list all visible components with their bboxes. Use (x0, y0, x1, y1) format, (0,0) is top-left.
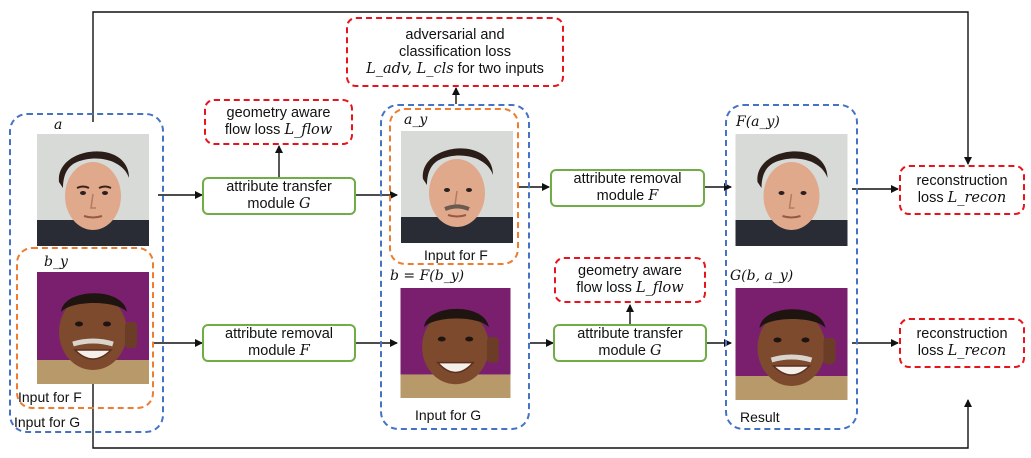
label-g-b-a-y: G(b, a_y) (730, 268, 794, 284)
module-line2: module G (204, 196, 354, 213)
reconstruction-loss-top: reconstruction loss L_recon (899, 165, 1025, 215)
loss-line1: reconstruction (916, 173, 1008, 189)
label-a: a (54, 117, 63, 133)
module-line2-text: module (247, 196, 299, 212)
loss-variable: L_flow (284, 122, 333, 138)
loss-line1: geometry aware (578, 263, 682, 279)
module-line1: attribute removal (225, 326, 333, 342)
loss-line1: adversarial and (405, 26, 505, 43)
loss-variable: L_recon (947, 343, 1007, 359)
flow-loss-top: geometry aware flow loss L_flow (204, 99, 353, 145)
loss-line2: loss L_recon (901, 343, 1023, 360)
loss-line3: L_adv, L_cls for two inputs (348, 61, 562, 78)
face-drawing (401, 131, 513, 243)
caption-input-for-f-mid: Input for F (424, 247, 488, 263)
face-image-g-b-ay (733, 288, 850, 400)
caption-result: Result (740, 409, 780, 425)
input-f-group-mid (389, 108, 519, 265)
face-drawing (37, 272, 149, 384)
face-drawing (37, 134, 149, 246)
loss-line2: flow loss L_flow (206, 122, 351, 139)
loss-line3-text: for two inputs (453, 60, 544, 77)
loss-line1: geometry aware (226, 105, 331, 121)
loss-variable: L_flow (635, 280, 684, 296)
attribute-removal-module-bottom: attribute removal module F (202, 324, 356, 362)
module-variable: F (648, 188, 659, 204)
arrow-by-to-recon-bottom (92, 380, 972, 449)
face-drawing (735, 288, 848, 400)
label-a-y: a_y (404, 112, 428, 128)
face-image-b (398, 288, 513, 398)
result-group (725, 104, 858, 430)
module-line1: attribute transfer (577, 326, 683, 342)
module-variable: F (299, 343, 310, 359)
module-variable: G (650, 343, 662, 359)
input-f-group-left (16, 247, 154, 409)
reconstruction-loss-bottom: reconstruction loss L_recon (899, 318, 1025, 368)
adversarial-classification-loss: adversarial and classification loss L_ad… (346, 17, 564, 87)
caption-input-for-g-left: Input for G (14, 414, 81, 430)
input-group-left (9, 113, 164, 433)
loss-line1: reconstruction (916, 326, 1008, 342)
face-drawing (735, 134, 848, 246)
module-line2-text: module (598, 343, 650, 359)
label-b-y: b_y (44, 254, 68, 270)
module-line1: attribute transfer (226, 179, 332, 195)
face-image-by (37, 272, 149, 384)
attribute-removal-module-top: attribute removal module F (550, 169, 705, 207)
module-line2: module F (552, 188, 703, 205)
module-line2: module F (204, 343, 354, 360)
face-image-ay (398, 131, 516, 243)
intermediate-group (380, 104, 530, 430)
loss-line2-text: flow loss (576, 280, 636, 296)
caption-input-for-g-mid: Input for G (415, 407, 482, 423)
module-variable: G (299, 196, 311, 212)
module-line2: module G (555, 343, 705, 360)
face-image-a (37, 134, 149, 246)
module-line2-text: module (596, 188, 649, 204)
face-image-f-ay (733, 134, 850, 246)
caption-input-for-f-left: Input for F (18, 389, 82, 405)
label-f-a-y: F(a_y) (736, 114, 780, 130)
loss-line2-text: flow loss (224, 122, 285, 138)
attribute-transfer-module-bottom: attribute transfer module G (553, 324, 707, 362)
label-b-equals: b = F(b_y) (390, 268, 465, 284)
arrow-a-to-recon-top (92, 11, 972, 165)
face-drawing (400, 288, 511, 398)
module-line2-text: module (248, 343, 300, 359)
loss-line2: loss L_recon (901, 190, 1023, 207)
attribute-transfer-module-top: attribute transfer module G (202, 177, 356, 215)
loss-variables: L_adv, L_cls (366, 60, 454, 77)
loss-line2-text: loss (917, 343, 948, 359)
loss-line2: classification loss (398, 43, 511, 60)
loss-variable: L_recon (947, 190, 1007, 206)
flow-loss-bottom: geometry aware flow loss L_flow (554, 257, 706, 303)
loss-line2-text: loss (917, 190, 948, 206)
module-line1: attribute removal (573, 171, 682, 187)
loss-line2: flow loss L_flow (556, 280, 704, 297)
